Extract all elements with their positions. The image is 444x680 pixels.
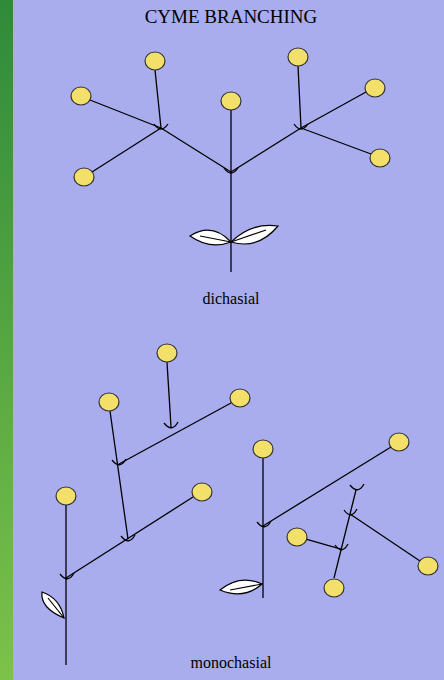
green-strip <box>0 0 13 680</box>
stems <box>66 66 420 665</box>
leaves <box>42 225 278 618</box>
diagram-title: CYME BRANCHING <box>145 6 318 28</box>
flowers <box>56 48 438 597</box>
bracts <box>60 124 364 579</box>
figure-label: monochasial <box>191 654 272 672</box>
figure-label: dichasial <box>203 290 260 308</box>
